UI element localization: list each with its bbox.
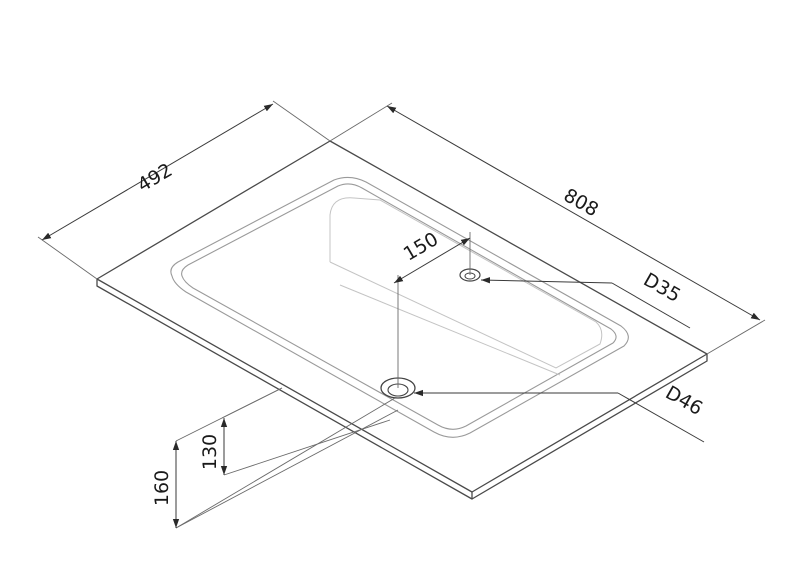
dimension-length-label: 808 <box>560 184 602 221</box>
leader-tap-hole-line <box>480 277 613 284</box>
dimension-tap-offset: 150 <box>393 228 471 388</box>
dimension-tap-offset-line <box>393 237 471 284</box>
slab-right-edge <box>471 354 708 500</box>
dimension-length: 808 <box>329 102 766 355</box>
leader-tap-hole: D35 <box>480 269 691 329</box>
leader-drain-hole-label: D46 <box>662 382 707 420</box>
dimension-heights: 160 130 <box>151 387 399 529</box>
dimension-height-total-label: 160 <box>151 470 173 506</box>
leader-drain-hole: D46 <box>414 382 707 443</box>
slab-front-edge <box>96 279 473 500</box>
bowl-inner-rim <box>181 183 617 430</box>
dimension-height-bowl-label: 130 <box>199 434 221 470</box>
bowl-outer-rim <box>170 176 629 438</box>
basin-slab <box>96 140 708 500</box>
dimension-width: 492 <box>37 100 331 280</box>
slab-top-face <box>96 140 708 493</box>
dimension-tap-offset-label: 150 <box>400 228 442 265</box>
dimension-width-line <box>41 103 274 241</box>
leader-tap-hole-label: D35 <box>640 269 685 307</box>
bowl-wall-shade <box>339 284 561 376</box>
dimension-length-line <box>386 105 761 321</box>
bowl-floor <box>329 197 603 369</box>
